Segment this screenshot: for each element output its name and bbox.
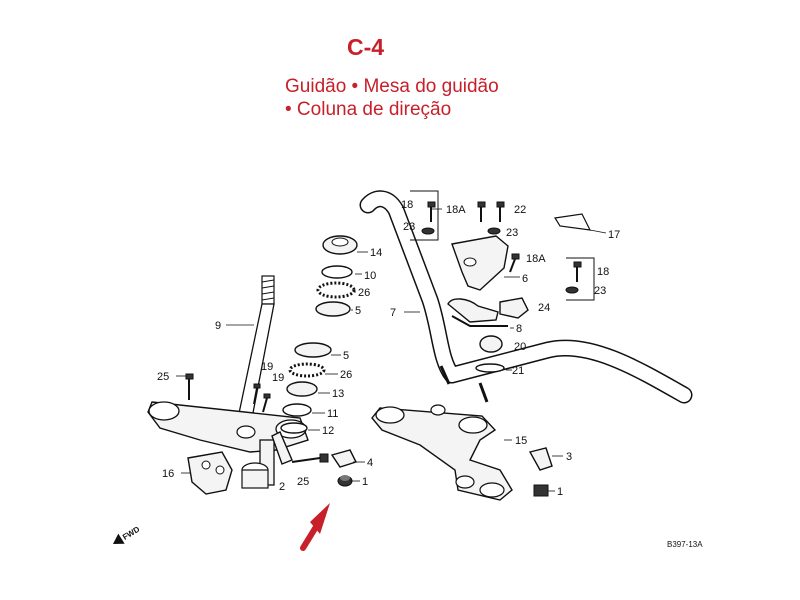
callout-10: 10 <box>364 270 376 282</box>
callout-20: 20 <box>514 341 526 353</box>
callout-1: 1 <box>362 476 368 488</box>
callout-8: 8 <box>516 323 522 335</box>
callout-2: 2 <box>279 481 285 493</box>
callout-19: 19 <box>272 372 284 384</box>
callout-23: 23 <box>506 227 518 239</box>
callout-19: 19 <box>261 361 273 373</box>
upper-bracket <box>371 404 513 501</box>
callout-13: 13 <box>332 388 344 400</box>
diagram-code: C-4 <box>347 34 385 60</box>
callout-18A: 18A <box>446 204 466 216</box>
callout-25: 25 <box>157 371 169 383</box>
callout-24: 24 <box>538 302 550 314</box>
callout-7: 7 <box>390 307 396 319</box>
fwd-label: FWD <box>121 524 141 541</box>
callout-26: 26 <box>358 287 370 299</box>
callout-12: 12 <box>322 425 334 437</box>
callout-16: 16 <box>162 468 174 480</box>
callout-5: 5 <box>343 350 349 362</box>
steering-stem <box>237 275 275 419</box>
callout-11: 11 <box>327 408 338 420</box>
callout-18: 18 <box>597 266 609 278</box>
callout-14: 14 <box>370 247 382 259</box>
callout-3: 3 <box>566 451 572 463</box>
callout-1: 1 <box>557 486 563 498</box>
leader-lines <box>176 208 607 492</box>
callout-15: 15 <box>515 435 527 447</box>
callout-18: 18 <box>401 199 413 211</box>
lower-bearing-stack <box>280 342 332 434</box>
callout-18A: 18A <box>526 253 546 265</box>
subtitle-line-1: Guidão • Mesa do guidão <box>285 76 499 97</box>
callout-26: 26 <box>340 369 352 381</box>
callout-17: 17 <box>608 229 620 241</box>
reference-code: B397-13A <box>667 540 703 549</box>
callout-23: 23 <box>594 285 606 297</box>
fwd-indicator: FWD <box>113 524 141 544</box>
highlight-arrow <box>300 503 330 551</box>
handlebar-holders <box>447 235 529 373</box>
callout-6: 6 <box>522 273 528 285</box>
callout-4: 4 <box>367 457 373 469</box>
callout-labels: 14 10 26 5 5 26 13 11 12 9 7 25 19 19 16… <box>157 199 620 498</box>
stem-nut-parts <box>330 447 553 497</box>
upper-bearing-stack <box>315 235 358 317</box>
callout-21: 21 <box>512 365 524 377</box>
part-16 <box>187 451 233 495</box>
small-fasteners <box>185 373 329 465</box>
callout-23: 23 <box>403 221 415 233</box>
callout-5: 5 <box>355 305 361 317</box>
subtitle-line-2: • Coluna de direção <box>285 99 452 120</box>
top-bolt-group <box>410 190 520 273</box>
callout-22: 22 <box>514 204 526 216</box>
right-bolt-group <box>554 213 595 301</box>
callout-9: 9 <box>215 320 221 332</box>
callout-25: 25 <box>297 476 309 488</box>
handlebar <box>359 190 693 404</box>
